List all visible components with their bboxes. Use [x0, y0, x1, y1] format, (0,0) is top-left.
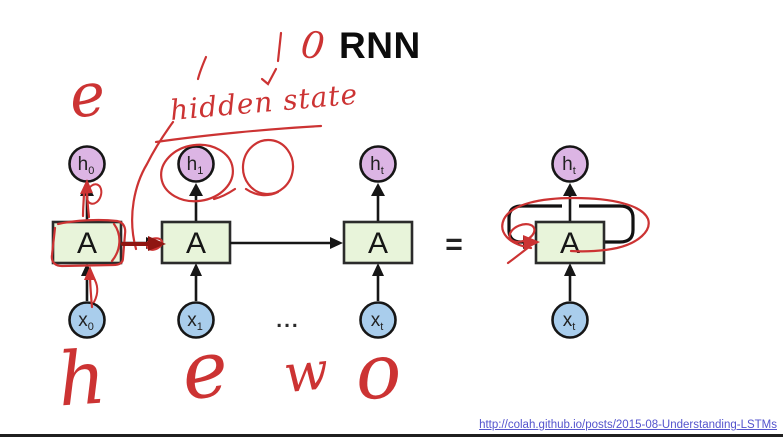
hidden-node-label: ht — [562, 154, 576, 177]
hidden-node-label: h0 — [78, 154, 95, 177]
rnn-cell-column-2: A ht xt — [342, 145, 414, 339]
hidden-node — [359, 145, 397, 183]
video-bottom-edge — [0, 434, 783, 437]
cell-label: A — [77, 227, 97, 260]
pen-tick-stroke — [196, 55, 208, 81]
hidden-node — [177, 145, 215, 183]
handwritten-letter-e-top: e — [66, 59, 109, 132]
handwritten-letter-h: h — [55, 334, 109, 423]
pen-curve-to-label — [131, 120, 175, 251]
handwritten-letter-w: w — [281, 341, 332, 405]
pen-trace-recurrent-loop — [501, 196, 650, 253]
page-title: RNN — [339, 25, 421, 66]
cell-box — [51, 220, 123, 265]
input-node — [551, 301, 589, 339]
input-node — [177, 301, 215, 339]
pen-circle — [241, 138, 295, 196]
pen-hook-stroke — [92, 276, 99, 303]
pen-bar-stroke — [276, 31, 283, 63]
arrowhead-icon — [523, 235, 540, 250]
recurrent-cell: A ht xt — [507, 145, 635, 339]
rnn-cell-column-0: A h0 x0 — [51, 145, 123, 339]
arrowhead-icon — [564, 263, 576, 276]
hidden-node — [551, 145, 589, 183]
dark-red-arrowhead — [148, 236, 166, 251]
cell-box — [342, 220, 414, 265]
hidden-node-label: h1 — [187, 154, 204, 177]
arrowhead-icon — [190, 263, 202, 276]
box-trace-around-cell0 — [50, 218, 127, 268]
circle-around-h1 — [160, 143, 234, 203]
cell-label: A — [186, 227, 206, 260]
hidden-node-label: ht — [370, 154, 384, 177]
arrowhead-icon — [84, 266, 96, 280]
handwritten-letter-e: e — [176, 323, 234, 419]
input-node-label: xt — [563, 310, 576, 333]
arrowhead-icon — [189, 183, 203, 196]
pen-tail-stroke — [212, 187, 237, 201]
red-handwriting: e hidden state 0 h e w o — [55, 23, 404, 423]
arrowhead-icon — [330, 237, 343, 249]
pen-inner-stroke — [110, 222, 121, 263]
pen-tail-stroke — [244, 187, 280, 197]
arrowhead-icon — [371, 183, 385, 196]
pen-check-stroke — [260, 67, 278, 86]
red-arrowheads — [80, 179, 540, 280]
input-node — [68, 301, 106, 339]
handwritten-zero: 0 — [299, 23, 327, 68]
equals-sign: = — [445, 228, 463, 261]
cell-label: A — [368, 227, 388, 260]
arrowhead-icon — [148, 236, 166, 251]
handwritten-letter-o: o — [352, 325, 404, 417]
input-node-label: x1 — [187, 310, 203, 333]
cell-label: A — [560, 227, 580, 260]
input-node — [359, 301, 397, 339]
pen-arrow-shaft — [81, 189, 86, 218]
arrowhead-icon — [372, 263, 384, 276]
source-link[interactable]: http://colah.github.io/posts/2015-08-Und… — [479, 419, 777, 431]
pen-tail-stroke — [506, 245, 531, 265]
rnn-cell-column-1: A h1 x1 — [160, 145, 232, 339]
hidden-state-label: hidden state — [169, 78, 360, 127]
arrowhead-icon — [80, 179, 93, 194]
ellipsis: ... — [276, 309, 300, 332]
input-node-label: xt — [371, 310, 384, 333]
input-node-label: x0 — [78, 310, 94, 333]
arrowhead-icon — [563, 183, 577, 196]
hidden-state-underline — [154, 124, 323, 144]
